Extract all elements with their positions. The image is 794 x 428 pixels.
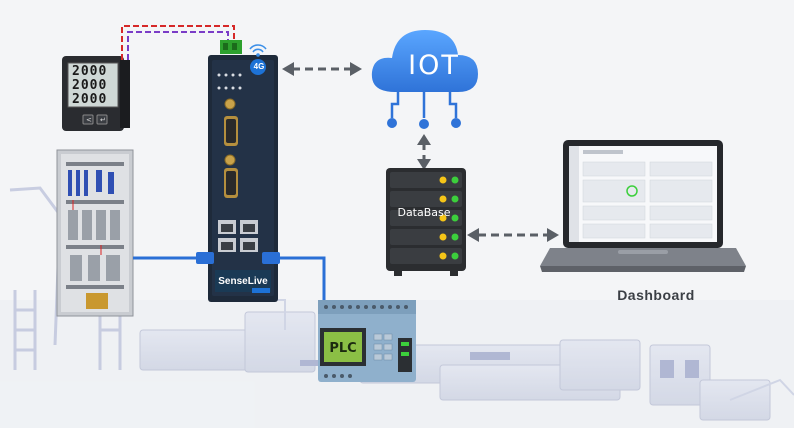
database-server [386,168,466,276]
4g-badge [250,59,266,75]
energy-meter: < ↵ [62,56,130,131]
meter-reading-3: 2000 [72,92,108,107]
arrowhead [282,62,559,242]
4g-badge-label: 4G [253,62,265,71]
plc-device [318,300,416,382]
ethernet-connector [196,252,280,264]
control-cabinet [56,149,134,317]
svg-text:<: < [86,116,92,124]
database-label: DataBase [397,206,451,219]
connection-arrow [292,67,548,237]
laptop [540,140,746,272]
meter-reading-2: 2000 [72,78,108,93]
meter-cable [121,25,235,60]
iot-label: IOT [408,50,460,81]
meter-reading-1: 2000 [72,64,108,79]
svg-text:↵: ↵ [100,116,106,124]
cloud-icon [371,30,478,129]
plc-label: PLC [329,341,357,356]
dashboard-label: Dashboard [617,287,695,303]
gateway-brand-label: SenseLive [218,276,268,287]
iot-gateway [208,40,278,302]
wifi-icon [249,44,267,57]
